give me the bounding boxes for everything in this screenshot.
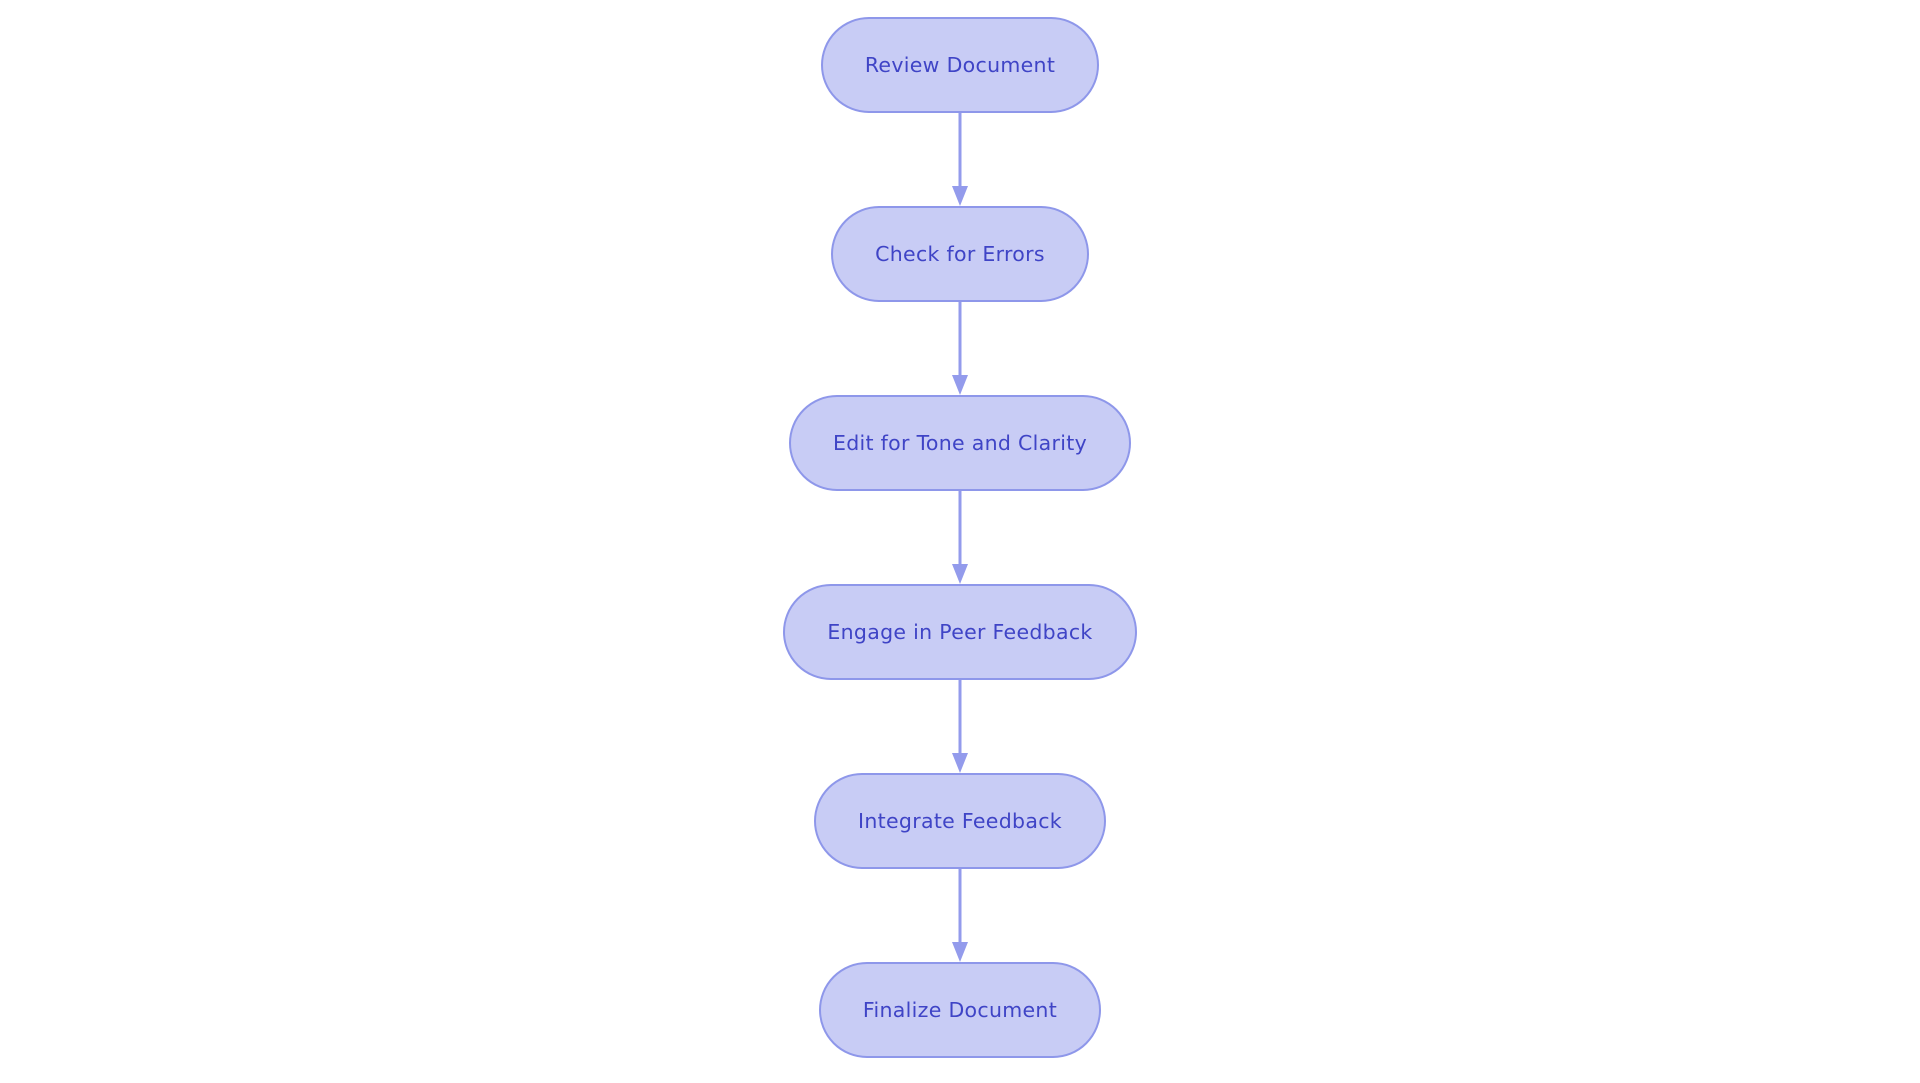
flow-node-engage-in-peer-feedback: Engage in Peer Feedback bbox=[783, 584, 1137, 680]
arrow-down-icon bbox=[952, 375, 968, 395]
flow-node-label: Check for Errors bbox=[875, 242, 1045, 266]
flow-node-edit-for-tone-and-clarity: Edit for Tone and Clarity bbox=[788, 395, 1132, 491]
arrow-line bbox=[958, 302, 962, 377]
arrow-line bbox=[958, 113, 962, 188]
flow-node-integrate-feedback: Integrate Feedback bbox=[814, 773, 1106, 869]
flow-connector-edit-for-tone-and-clarity-to-engage-in-peer-feedback bbox=[951, 491, 969, 584]
flowchart: Review Document Check for Errors Edit fo… bbox=[0, 17, 1920, 1058]
arrow-down-icon bbox=[952, 942, 968, 962]
arrow-line bbox=[958, 680, 962, 755]
arrow-down-icon bbox=[952, 564, 968, 584]
flow-node-label: Finalize Document bbox=[862, 998, 1058, 1022]
flow-node-finalize-document: Finalize Document bbox=[818, 962, 1102, 1058]
flow-connector-engage-in-peer-feedback-to-integrate-feedback bbox=[951, 680, 969, 773]
arrow-down-icon bbox=[952, 186, 968, 206]
flow-node-label: Edit for Tone and Clarity bbox=[832, 431, 1088, 455]
arrow-line bbox=[958, 869, 962, 944]
flow-node-label: Review Document bbox=[864, 53, 1056, 77]
flow-connector-review-document-to-check-for-errors bbox=[951, 113, 969, 206]
flow-node-label: Engage in Peer Feedback bbox=[827, 620, 1093, 644]
flow-node-label: Integrate Feedback bbox=[858, 809, 1062, 833]
arrow-line bbox=[958, 491, 962, 566]
arrow-down-icon bbox=[952, 753, 968, 773]
flow-connector-integrate-feedback-to-finalize-document bbox=[951, 869, 969, 962]
flow-node-review-document: Review Document bbox=[820, 17, 1100, 113]
flow-node-check-for-errors: Check for Errors bbox=[831, 206, 1089, 302]
flow-connector-check-for-errors-to-edit-for-tone-and-clarity bbox=[951, 302, 969, 395]
